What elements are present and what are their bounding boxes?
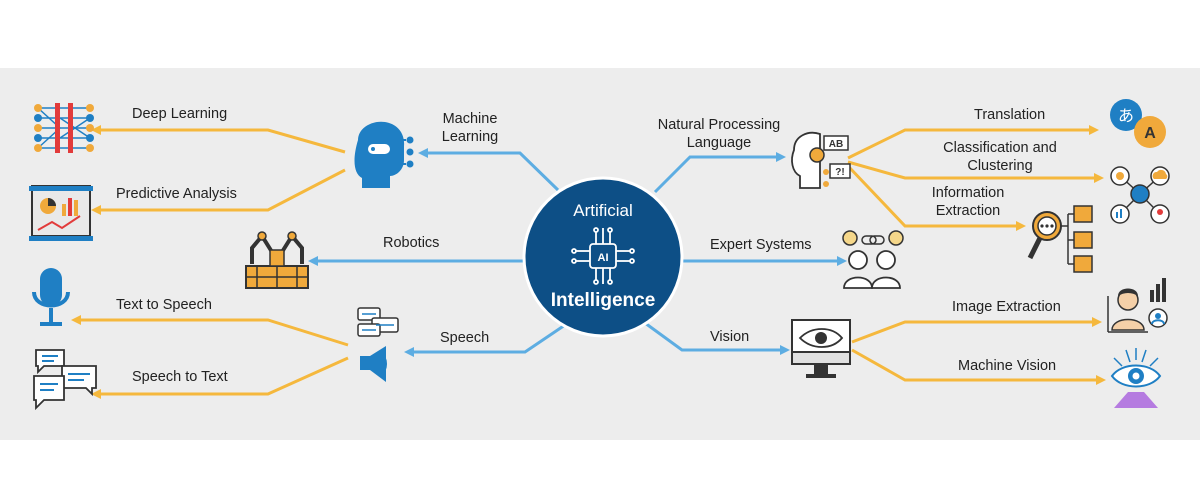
hub-title-line2: Intelligence: [550, 290, 656, 311]
label-predictive-analysis: Predictive Analysis: [116, 186, 237, 202]
arrow-to-vision: [644, 321, 790, 355]
label-vision: Vision: [710, 329, 750, 345]
ai-hub: AI: [522, 176, 684, 338]
expert-systems-icon: [842, 230, 904, 289]
machine-vision-icon: [1110, 348, 1162, 408]
arrow-to-nlp: [653, 152, 786, 194]
label-nlp: Natural Processing Language: [657, 117, 781, 151]
neural-network-icon: [34, 103, 94, 153]
label-machine-vision: Machine Vision: [958, 358, 1057, 374]
information-extraction-icon: [1027, 205, 1093, 273]
orange-connectors: [71, 125, 1106, 399]
arrow-to-speech: [404, 323, 566, 357]
label-speech: Speech: [440, 330, 490, 346]
label-expert-systems: Expert Systems: [710, 237, 812, 253]
arrow-to-classification: [847, 160, 1104, 183]
label-translation: Translation: [974, 107, 1046, 123]
label-text-to-speech: Text to Speech: [116, 297, 212, 313]
nlp-head-icon: AB ?!: [791, 131, 851, 189]
translation-icon: あ A: [1110, 99, 1166, 148]
label-classification: Classification and Clustering: [943, 140, 1057, 174]
blue-connectors: [308, 148, 847, 357]
svg-text:AB: AB: [829, 139, 843, 150]
label-image-extraction: Image Extraction: [952, 299, 1061, 315]
label-machine-learning: Machine Learning: [441, 111, 499, 145]
monitor-eye-icon: [791, 319, 851, 378]
svg-text:AI: AI: [598, 252, 609, 264]
robot-arms-icon: [245, 231, 309, 289]
hub-title-line1: Artificial: [573, 201, 633, 220]
arrow-to-information-extraction: [846, 164, 1026, 231]
arrow-to-machine-vision: [851, 348, 1106, 385]
arrow-to-deep-learning: [91, 125, 346, 154]
label-deep-learning: Deep Learning: [132, 106, 228, 122]
chat-bubbles-icon: [33, 349, 97, 411]
speech-speaker-icon: [357, 307, 399, 382]
presentation-chart-icon: [29, 185, 93, 241]
image-extraction-icon: [1107, 278, 1168, 333]
label-information-extraction: Information Extraction: [931, 185, 1005, 219]
label-robotics: Robotics: [383, 235, 440, 251]
arrow-to-image-extraction: [851, 317, 1102, 344]
svg-text:?!: ?!: [835, 167, 844, 178]
ai-chip-icon: AI: [571, 227, 635, 285]
svg-text:あ: あ: [1118, 106, 1134, 125]
arrow-to-text-to-speech: [71, 315, 349, 347]
label-speech-to-text: Speech to Text: [132, 369, 228, 385]
microphone-icon: [32, 268, 70, 326]
arrow-to-translation: [847, 125, 1099, 160]
svg-text:A: A: [1144, 125, 1156, 142]
arrow-to-machine-learning: [418, 148, 560, 192]
arrow-to-speech-to-text: [91, 356, 349, 399]
arrow-to-predictive-analysis: [91, 168, 346, 215]
machine-learning-icon: [354, 121, 414, 188]
clustering-icon: [1110, 166, 1170, 224]
